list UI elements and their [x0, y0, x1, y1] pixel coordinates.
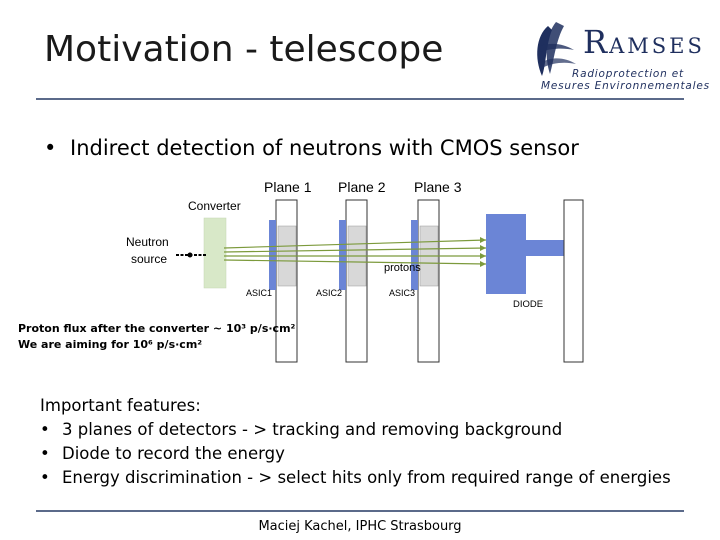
flux-note-1: Proton flux after the converter ~ 10³ p/… — [18, 322, 296, 335]
converter-block — [203, 217, 227, 289]
plane-1-sensor — [269, 220, 276, 290]
diode-frame — [563, 199, 584, 363]
asic-3-label: ASIC3 — [389, 288, 415, 298]
title-divider — [36, 98, 684, 100]
plane-3-sensor — [411, 220, 418, 290]
feature-item: • Energy discrimination - > select hits o… — [40, 466, 671, 490]
slide-title: Motivation - telescope — [44, 29, 444, 70]
bullet-glyph: • — [40, 420, 50, 439]
features-heading: Important features: — [40, 396, 201, 415]
track-arrowheads — [480, 237, 486, 267]
plane-2-sensor — [339, 220, 346, 290]
flux-notes: Proton flux after the converter ~ 10³ p/… — [18, 321, 295, 353]
neutron-source-label-1: Neutron — [126, 235, 169, 249]
features-list: Important features: • 3 planes of detecto… — [40, 394, 671, 490]
proton-tracks — [223, 239, 487, 265]
bullet-glyph: • — [40, 468, 50, 487]
logo-subtitle-2: Mesures Environnementales — [541, 80, 710, 92]
logo-subtitle-1: Radioprotection et — [572, 68, 684, 80]
feature-text: Energy discrimination - > select hits on… — [62, 468, 671, 487]
feature-item: • 3 planes of detectors - > tracking and … — [40, 418, 671, 442]
asic-1-label: ASIC1 — [246, 288, 272, 298]
protons-label: protons — [384, 262, 421, 274]
neutron-source-label-2: source — [131, 252, 167, 266]
footer-author: Maciej Kachel, IPHC Strasbourg — [258, 519, 462, 534]
logo-rest: AMSES — [609, 34, 705, 58]
diode-label: DIODE — [513, 299, 543, 310]
logo-wordmark: RAMSES — [583, 24, 705, 64]
feature-text: Diode to record the energy — [62, 444, 285, 463]
diode-block — [486, 214, 526, 294]
plane-1-label: Plane 1 — [264, 179, 312, 195]
logo-initial: R — [583, 23, 610, 61]
telescope-diagram: Plane 1 Plane 2 Plane 3 Converter Neutro… — [126, 179, 584, 363]
globe-wave-icon — [537, 22, 576, 76]
flux-note-2: We are aiming for 10⁶ p/s·cm² — [18, 338, 203, 351]
diode-arm — [526, 240, 564, 256]
main-bullet: • Indirect detection of neutrons with CMO… — [44, 134, 579, 162]
asic-2-label: ASIC2 — [316, 288, 342, 298]
footer-divider — [36, 510, 684, 512]
plane-2-label: Plane 2 — [338, 179, 386, 195]
converter-label: Converter — [188, 199, 241, 213]
feature-text: 3 planes of detectors - > tracking and r… — [62, 420, 563, 439]
main-bullet-text: Indirect detection of neutrons with CMOS… — [70, 136, 579, 160]
bullet-glyph: • — [44, 136, 57, 160]
plane-3-label: Plane 3 — [414, 179, 462, 195]
feature-item: • Diode to record the energy — [40, 442, 671, 466]
bullet-glyph: • — [40, 444, 50, 463]
